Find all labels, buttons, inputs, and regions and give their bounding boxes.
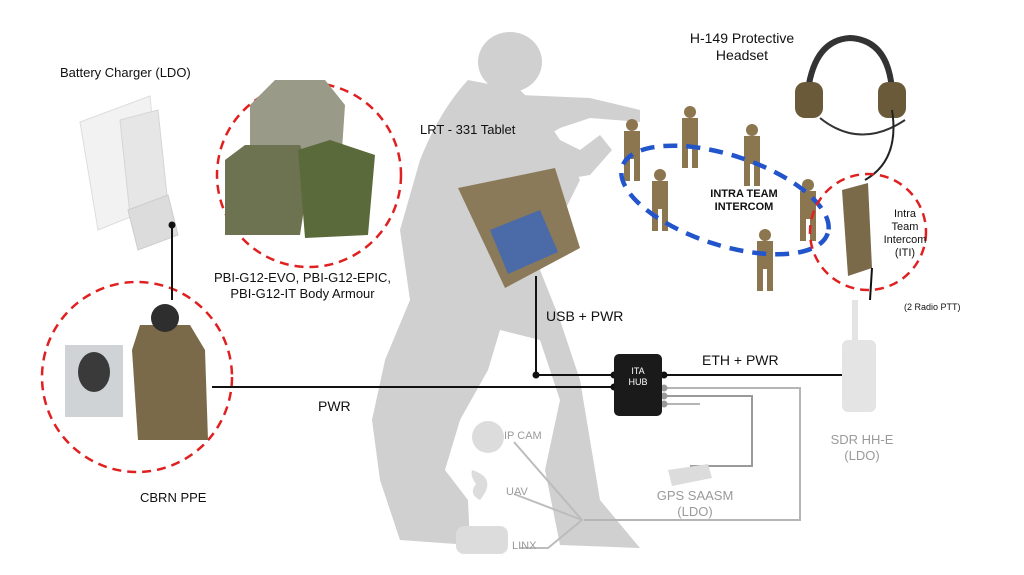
battery-charger-image: [79, 95, 179, 251]
usb-pwr-label: USB + PWR: [546, 308, 624, 324]
sdr-label-line-1: SDR HH-E: [830, 432, 894, 447]
hub-label-line-2: HUB: [628, 377, 648, 387]
iti-label-line-1: Intra: [893, 208, 916, 220]
body-armour-line-1: PBI-G12-EVO, PBI-G12-EPIC,: [214, 270, 391, 285]
sdr-label-line-2: (LDO): [844, 448, 880, 463]
body-armour-label: PBI-G12-EVO, PBI-G12-EPIC, PBI-G12-IT Bo…: [190, 270, 415, 302]
iti-label-line-2: Team: [891, 221, 919, 233]
hub-label: ITA HUB: [614, 366, 662, 388]
tablet-label: LRT - 331 Tablet: [420, 122, 516, 137]
headset-label-line-2: Headset: [715, 47, 769, 63]
peripheral-icons: [456, 421, 508, 554]
ip-cam-icon: [472, 421, 504, 453]
headset-label-line-1: H-149 Protective: [689, 30, 795, 46]
uav-label: UAV: [506, 486, 528, 498]
intercom-center-line-2: INTERCOM: [714, 201, 774, 213]
hub-label-line-1: ITA: [631, 366, 645, 376]
ip-cam-label: IP CAM: [504, 430, 542, 442]
cbrn-ppe-image: [40, 280, 234, 474]
iti-label-line-4: (ITI): [894, 247, 916, 259]
linx-label: LINX: [512, 540, 537, 552]
linx-icon: [456, 526, 508, 554]
tablet-image: [458, 168, 580, 288]
pwr-label: PWR: [318, 398, 351, 414]
headset-image: [795, 34, 906, 181]
cbrn-label: CBRN PPE: [140, 490, 207, 505]
intercom-center-label: INTRA TEAM INTERCOM: [694, 188, 794, 214]
gps-device-image: [668, 464, 712, 486]
iti-label: Intra Team Intercom (ITI): [874, 208, 936, 260]
gps-label-line-2: (LDO): [677, 504, 713, 519]
iti-device: [808, 172, 928, 301]
iti-label-line-3: Intercom: [883, 234, 927, 246]
soldier-silhouette: [372, 32, 640, 548]
intercom-ring: [619, 143, 831, 257]
body-armour-line-2: PBI-G12-IT Body Armour: [230, 286, 375, 301]
sdr-label: SDR HH-E (LDO): [812, 432, 912, 464]
intercom-center-line-1: INTRA TEAM: [710, 188, 778, 200]
ita-hub-box: [614, 354, 662, 416]
headset-label: H-149 Protective Headset: [672, 30, 812, 64]
gps-label-line-1: GPS SAASM: [656, 488, 734, 503]
uav-icon: [471, 470, 488, 500]
battery-charger-label: Battery Charger (LDO): [60, 65, 191, 80]
team-soldiers: [624, 106, 816, 291]
body-armour-image: [215, 80, 403, 269]
sdr-radio-image: [842, 300, 876, 412]
connectors: [171, 225, 842, 549]
eth-pwr-label: ETH + PWR: [702, 352, 779, 368]
gps-label: GPS SAASM (LDO): [640, 488, 750, 520]
radio-ptt-label: (2 Radio PTT): [904, 302, 961, 312]
